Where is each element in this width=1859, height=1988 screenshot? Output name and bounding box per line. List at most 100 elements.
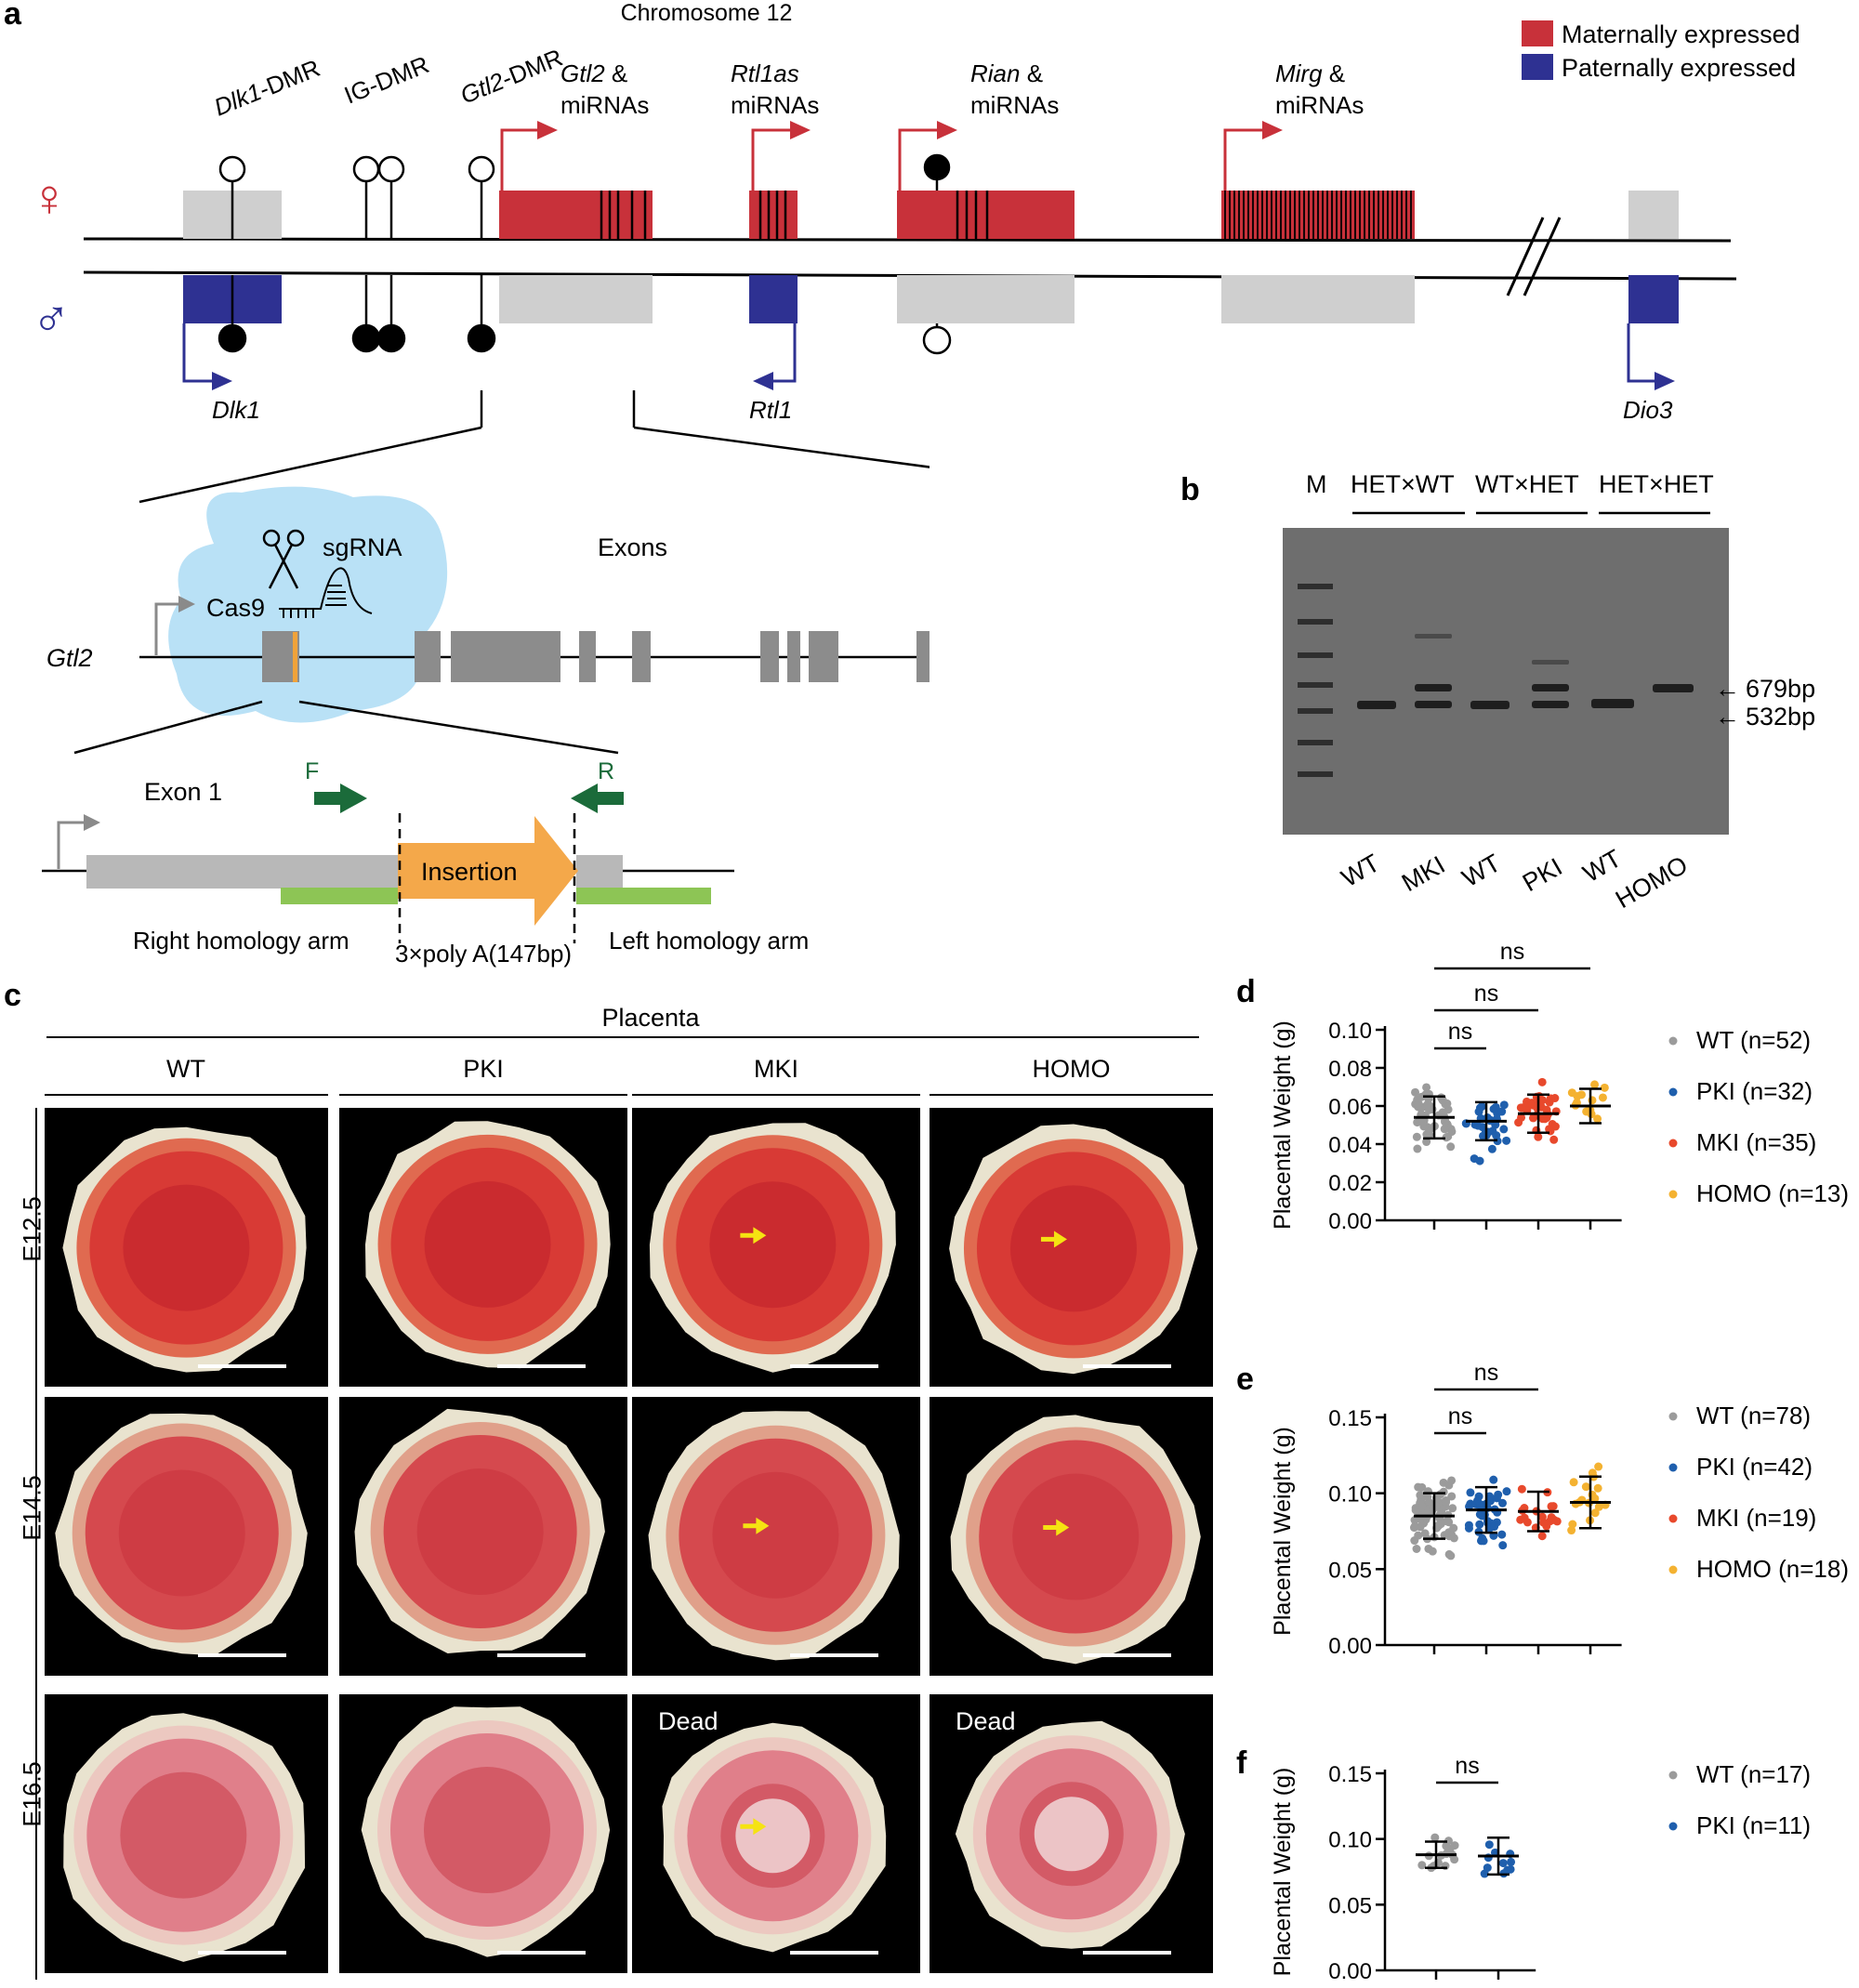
data-point [1598, 1093, 1607, 1102]
data-point [1416, 1491, 1425, 1500]
data-point [1447, 1492, 1457, 1501]
panel-a-locus-diagram: Chromosome 12 Maternally expressed Pater… [30, 0, 1800, 428]
y-tick-label: 0.06 [1328, 1095, 1372, 1120]
polya-label: 3×poly A(147bp) [395, 940, 572, 968]
data-point [1549, 1135, 1559, 1144]
data-point [1552, 1517, 1562, 1526]
legend-label: WT (n=52) [1696, 1026, 1811, 1054]
data-point [1480, 1869, 1489, 1878]
mirna-ticks-rian [956, 191, 989, 239]
placenta-center [416, 1468, 544, 1596]
row-label-e14-5: E14.5 [18, 1475, 46, 1541]
yellow-arrow-icon [740, 1818, 767, 1836]
placenta-center [712, 1471, 839, 1599]
data-point [1520, 1513, 1529, 1522]
data-point [1538, 1096, 1548, 1105]
data-point [1417, 1502, 1427, 1511]
y-tick-label: 0.00 [1328, 1209, 1372, 1234]
placenta-photo [45, 1397, 328, 1676]
primer-f-label: F [305, 758, 319, 784]
gene-label-mirg-mirnas: miRNAs [1275, 91, 1364, 119]
data-point [1546, 1126, 1555, 1136]
placenta-photo [930, 1397, 1213, 1676]
data-point [1567, 1088, 1576, 1098]
data-point [1422, 1083, 1431, 1092]
legend-marker [1668, 1087, 1678, 1097]
data-point [1514, 1118, 1523, 1127]
lane-label: HOMO [1611, 850, 1693, 911]
placenta-photo [339, 1397, 627, 1676]
legend-marker [1668, 1514, 1678, 1523]
rtl1-paternal-box [749, 275, 798, 323]
exon1-box [86, 855, 398, 889]
gene-label-rian-mirnas: miRNAs [970, 91, 1059, 119]
data-point [1412, 1545, 1421, 1554]
data-point [1538, 1114, 1548, 1124]
panel-f-letter: f [1236, 1745, 1247, 1781]
data-point [1502, 1487, 1511, 1496]
data-point [1439, 1487, 1448, 1496]
gene-label-rtl1: Rtl1 [749, 396, 792, 424]
panel-e-letter: e [1236, 1362, 1254, 1397]
dead-label: Dead [956, 1707, 1016, 1735]
data-point [1413, 1144, 1422, 1153]
gtl2-paternal-silent [499, 275, 653, 323]
dio3-paternal-box [1628, 275, 1679, 323]
lane-label: WT [1578, 844, 1626, 888]
data-point [1581, 1482, 1590, 1492]
significance-label: ns [1455, 1753, 1479, 1779]
break-mark [1523, 217, 1562, 296]
placenta-center [424, 1180, 551, 1308]
mirna-ticks-rtl1as [758, 191, 787, 239]
placenta-center [1012, 1473, 1140, 1600]
data-point [1537, 1077, 1547, 1086]
legend-maternal-swatch [1522, 20, 1553, 46]
data-point [1442, 1133, 1451, 1142]
male-symbol: ♂ [32, 289, 71, 348]
dead-label: Dead [658, 1707, 719, 1735]
mirna-ticks-mirg [1224, 191, 1412, 239]
gtl2-gene-label: Gtl2 [46, 644, 93, 672]
significance-label: ns [1448, 1403, 1472, 1429]
placenta-photo [45, 1694, 328, 1973]
legend-label: PKI (n=42) [1696, 1453, 1813, 1481]
data-point [1600, 1083, 1609, 1092]
legend-label: HOMO (n=13) [1696, 1179, 1849, 1207]
exons-label: Exons [598, 533, 667, 561]
placenta-center [1009, 1185, 1137, 1312]
legend-label: MKI (n=19) [1696, 1504, 1816, 1532]
yellow-arrow-icon [743, 1517, 770, 1534]
significance-label: ns [1500, 943, 1524, 965]
data-point [1420, 1529, 1430, 1538]
data-point [1484, 1840, 1494, 1850]
chromosome-label: Chromosome 12 [621, 0, 793, 26]
data-point [1444, 1549, 1454, 1559]
data-point [1569, 1478, 1578, 1487]
band-label-532: ←532bp [1715, 703, 1815, 731]
data-point [1414, 1531, 1423, 1540]
y-tick-label: 0.10 [1328, 1019, 1372, 1044]
yellow-arrow-icon [1040, 1231, 1067, 1248]
data-point [1440, 1125, 1449, 1134]
sgrna-hairpin-icon [279, 567, 373, 618]
panel-b-letter: b [1180, 472, 1200, 507]
placenta-center-pale [735, 1798, 811, 1874]
left-homology-arm [576, 888, 711, 904]
placenta-photo [632, 1108, 920, 1387]
tss-arrow-gray [57, 821, 86, 869]
data-point [1412, 1132, 1421, 1141]
legend-marker [1668, 1139, 1678, 1148]
yellow-arrow-icon [740, 1227, 767, 1244]
legend-marker [1668, 1036, 1678, 1046]
cross-label-het-wt: HET×WT [1351, 470, 1455, 498]
placenta-photo [930, 1108, 1213, 1387]
gene-label-gtl2: Gtl2 & [560, 59, 627, 87]
data-point [1537, 1512, 1547, 1521]
panel-d-chart: Placental Weight (g)0.100.080.060.040.02… [1270, 943, 1849, 1234]
dmr-label-dlk1: Dlk1-DMR [210, 54, 323, 122]
data-point [1411, 1087, 1420, 1097]
mirg-paternal-silent [1221, 275, 1415, 323]
lane-label: WT [1337, 849, 1384, 892]
